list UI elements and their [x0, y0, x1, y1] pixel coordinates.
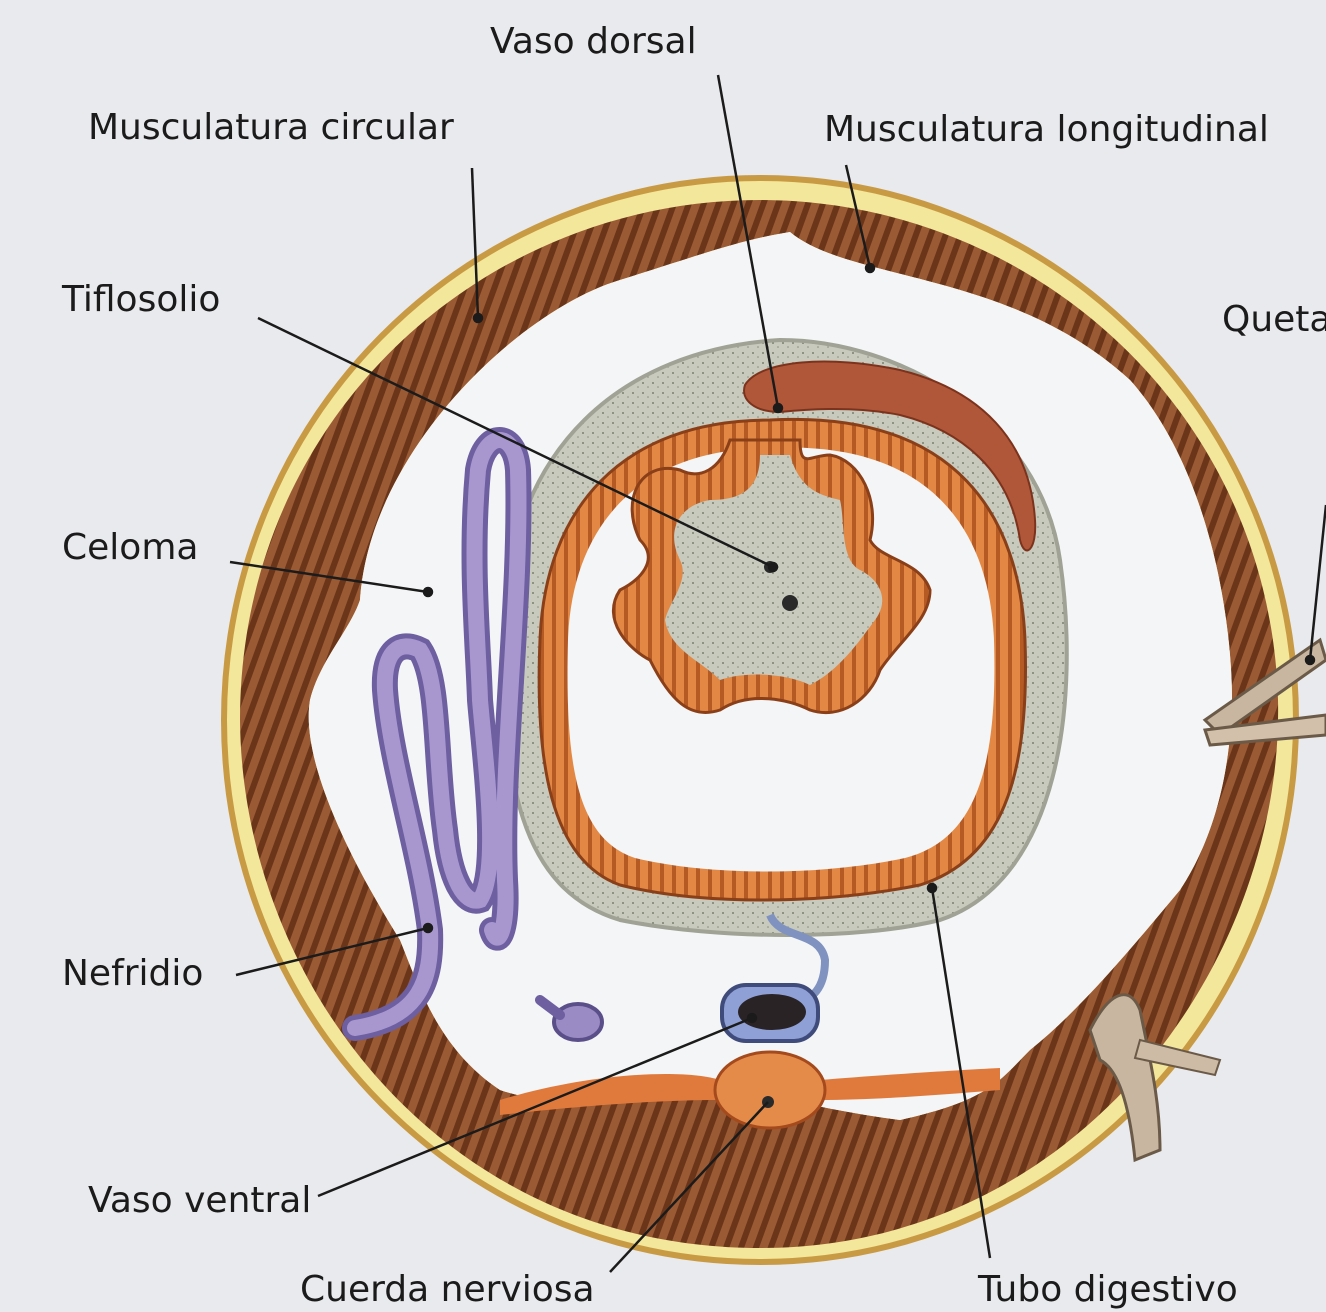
label-tubo-digestivo: Tubo digestivo	[978, 1272, 1238, 1308]
label-queta: Queta	[1222, 302, 1326, 338]
nephrostome	[554, 1004, 602, 1040]
label-vaso-ventral: Vaso ventral	[88, 1183, 311, 1219]
label-musculatura-circular: Musculatura circular	[88, 110, 454, 146]
digestive-tube	[504, 340, 1066, 935]
label-cuerda-nerviosa: Cuerda nerviosa	[300, 1272, 595, 1308]
leader-queta	[1310, 505, 1326, 660]
nerve-ganglion	[715, 1052, 825, 1128]
label-musculatura-longitudinal: Musculatura longitudinal	[824, 112, 1269, 148]
label-vaso-dorsal: Vaso dorsal	[490, 24, 697, 60]
label-nefridio: Nefridio	[62, 956, 203, 992]
typhlosole-dot	[782, 595, 798, 611]
label-celoma: Celoma	[62, 530, 198, 566]
label-tiflosolio: Tiflosolio	[62, 282, 220, 318]
